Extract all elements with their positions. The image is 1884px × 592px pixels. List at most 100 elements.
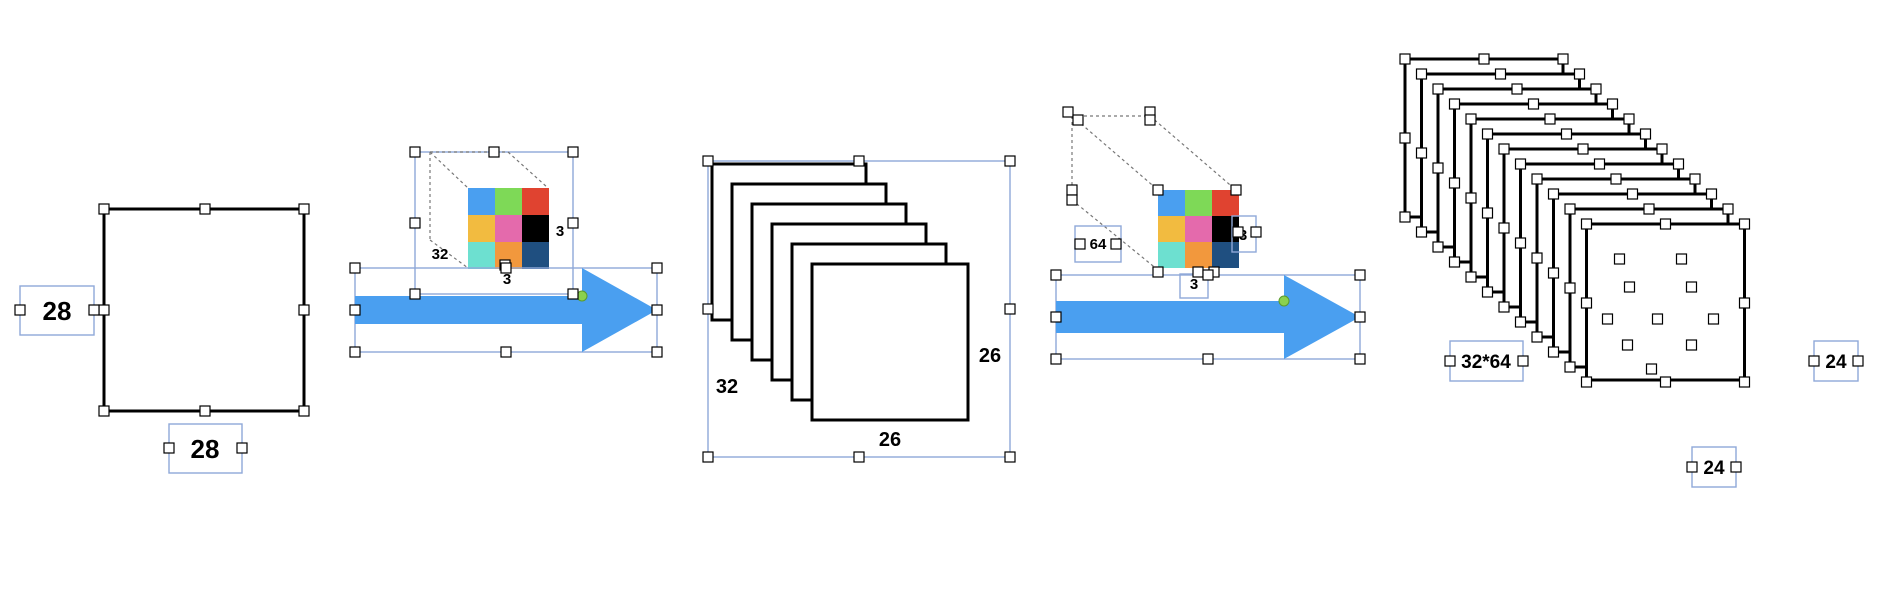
resize-handle[interactable] — [1444, 355, 1456, 367]
resize-handle[interactable] — [567, 288, 579, 300]
resize-handle[interactable] — [1465, 271, 1477, 283]
resize-handle[interactable] — [567, 146, 579, 158]
resize-handle[interactable] — [1580, 297, 1593, 309]
feature-map-2-inner-handle[interactable] — [1621, 339, 1634, 351]
resize-handle[interactable] — [651, 346, 663, 358]
resize-handle[interactable] — [1066, 184, 1078, 196]
resize-handle[interactable] — [1354, 311, 1366, 323]
resize-handle[interactable] — [1494, 68, 1507, 80]
resize-handle[interactable] — [1498, 301, 1510, 313]
resize-handle[interactable] — [1593, 158, 1606, 170]
conv2-arrow-connector[interactable] — [1278, 295, 1290, 307]
resize-handle[interactable] — [1656, 143, 1668, 155]
resize-handle[interactable] — [1432, 241, 1444, 253]
resize-handle[interactable] — [236, 442, 248, 454]
resize-handle[interactable] — [1738, 218, 1751, 230]
resize-handle[interactable] — [1050, 353, 1062, 365]
resize-handle[interactable] — [1672, 158, 1685, 170]
resize-handle[interactable] — [500, 262, 512, 274]
resize-handle[interactable] — [567, 217, 579, 229]
resize-handle[interactable] — [1202, 353, 1214, 365]
resize-handle[interactable] — [1564, 203, 1576, 215]
resize-handle[interactable] — [1557, 53, 1569, 65]
resize-handle[interactable] — [1531, 173, 1543, 185]
resize-handle[interactable] — [1639, 128, 1652, 140]
resize-handle[interactable] — [1547, 267, 1560, 279]
feature-map-2-inner-handle[interactable] — [1707, 313, 1720, 325]
resize-handle[interactable] — [651, 304, 663, 316]
conv2-group[interactable]: 64 3 3 — [1055, 115, 1361, 360]
resize-handle[interactable] — [1738, 297, 1751, 309]
resize-handle[interactable] — [1610, 173, 1622, 185]
resize-handle[interactable] — [1577, 143, 1589, 155]
resize-handle[interactable] — [1590, 83, 1602, 95]
resize-handle[interactable] — [1514, 158, 1527, 170]
resize-handle[interactable] — [1531, 331, 1543, 343]
resize-handle[interactable] — [1722, 203, 1734, 215]
resize-handle[interactable] — [1399, 211, 1411, 223]
resize-handle[interactable] — [1689, 173, 1701, 185]
resize-handle[interactable] — [1432, 83, 1444, 95]
resize-handle[interactable] — [651, 262, 663, 274]
resize-handle[interactable] — [1547, 346, 1560, 358]
resize-handle[interactable] — [98, 304, 110, 316]
resize-handle[interactable] — [1192, 266, 1204, 278]
resize-handle[interactable] — [1705, 188, 1718, 200]
feature-map-2-front[interactable] — [1585, 222, 1746, 382]
resize-handle[interactable] — [349, 304, 361, 316]
resize-handle[interactable] — [488, 146, 500, 158]
input-square[interactable] — [102, 207, 306, 413]
resize-handle[interactable] — [1730, 461, 1742, 473]
resize-handle[interactable] — [1738, 376, 1751, 388]
resize-handle[interactable] — [88, 304, 100, 316]
resize-handle[interactable] — [1580, 218, 1593, 230]
resize-handle[interactable] — [199, 405, 211, 417]
resize-handle[interactable] — [1498, 143, 1510, 155]
resize-handle[interactable] — [1354, 353, 1366, 365]
feature-map-2-inner-handle[interactable] — [1613, 253, 1626, 265]
feature-maps-1-group[interactable]: 32 26 26 — [707, 160, 1011, 458]
resize-handle[interactable] — [1062, 106, 1074, 118]
resize-handle[interactable] — [1074, 238, 1086, 250]
resize-handle[interactable] — [1481, 207, 1494, 219]
resize-handle[interactable] — [702, 155, 714, 167]
resize-handle[interactable] — [98, 405, 110, 417]
resize-handle[interactable] — [1481, 286, 1494, 298]
feature-map-2-inner-handle[interactable] — [1685, 281, 1698, 293]
resize-handle[interactable] — [1004, 303, 1016, 315]
resize-handle[interactable] — [1004, 451, 1016, 463]
resize-handle[interactable] — [1202, 269, 1214, 281]
feature-map-2-inner-handle[interactable] — [1675, 253, 1688, 265]
feature-map-2-inner-handle[interactable] — [1685, 339, 1698, 351]
selection-handles[interactable] — [14, 53, 1864, 473]
resize-handle[interactable] — [1659, 376, 1672, 388]
resize-handle[interactable] — [1232, 226, 1244, 238]
resize-handle[interactable] — [1399, 53, 1411, 65]
feature-map-1-front[interactable] — [810, 262, 970, 422]
resize-handle[interactable] — [1481, 128, 1494, 140]
resize-handle[interactable] — [1432, 162, 1444, 174]
resize-handle[interactable] — [1659, 218, 1672, 230]
resize-handle[interactable] — [1110, 238, 1122, 250]
resize-handle[interactable] — [1152, 266, 1164, 278]
resize-handle[interactable] — [298, 405, 310, 417]
resize-handle[interactable] — [199, 203, 211, 215]
resize-handle[interactable] — [1511, 83, 1523, 95]
resize-handle[interactable] — [409, 288, 421, 300]
resize-handle[interactable] — [1399, 132, 1411, 144]
resize-handle[interactable] — [1448, 177, 1461, 189]
resize-handle[interactable] — [1564, 361, 1576, 373]
feature-map-2-inner-handle[interactable] — [1601, 313, 1614, 325]
resize-handle[interactable] — [1580, 376, 1593, 388]
resize-handle[interactable] — [349, 262, 361, 274]
resize-handle[interactable] — [1415, 226, 1428, 238]
resize-handle[interactable] — [1465, 113, 1477, 125]
feature-map-2-inner-handle[interactable] — [1651, 313, 1664, 325]
resize-handle[interactable] — [1808, 355, 1820, 367]
resize-handle[interactable] — [1152, 184, 1164, 196]
resize-handle[interactable] — [853, 155, 865, 167]
resize-handle[interactable] — [1606, 98, 1619, 110]
resize-handle[interactable] — [1527, 98, 1540, 110]
resize-handle[interactable] — [702, 303, 714, 315]
